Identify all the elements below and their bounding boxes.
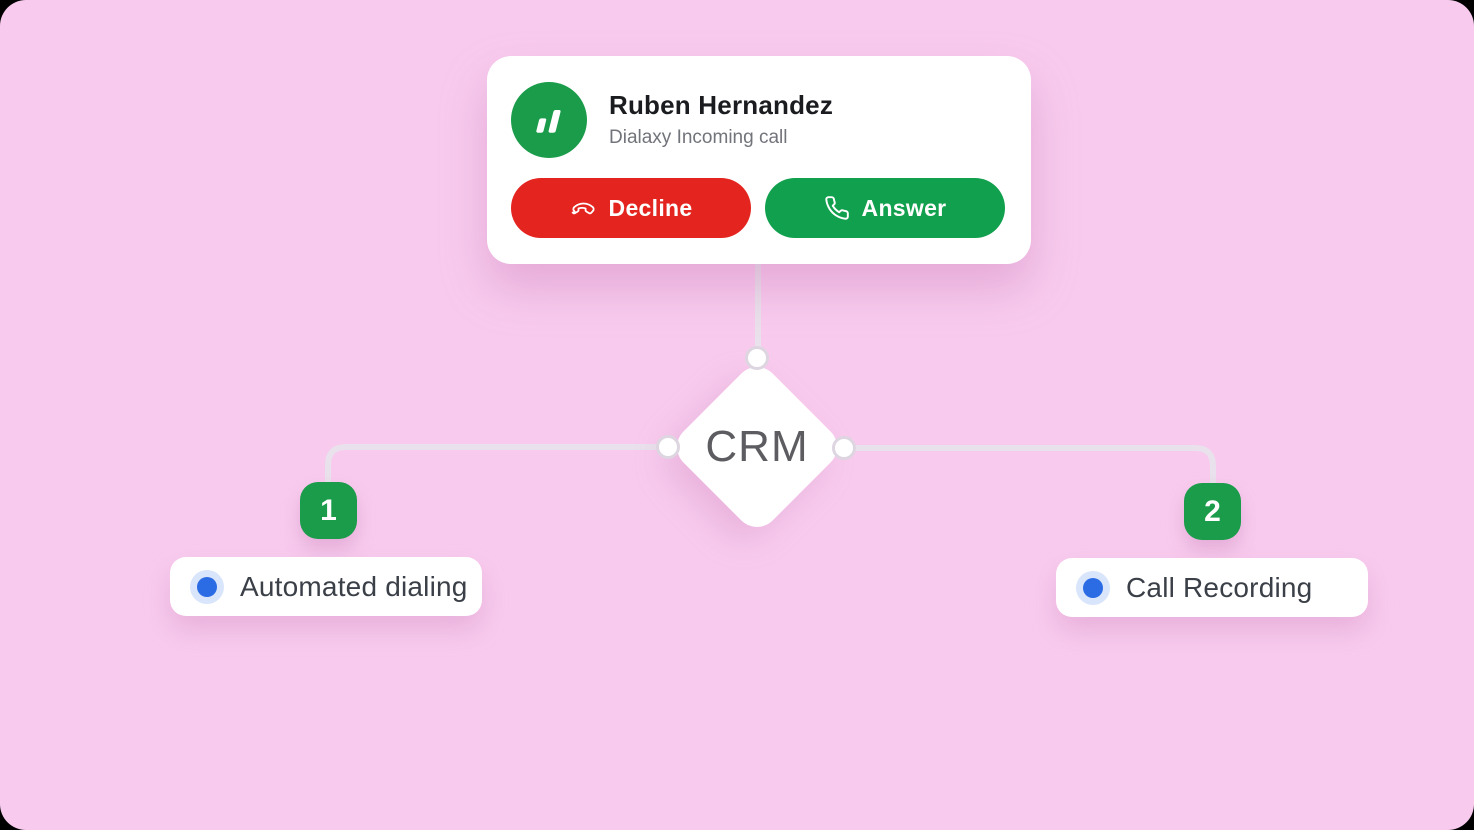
branch-badge-2: 2 <box>1184 483 1241 540</box>
caller-name: Ruben Hernandez <box>609 90 834 121</box>
crm-node-label: CRM <box>705 422 809 471</box>
answer-button[interactable]: Answer <box>765 178 1005 238</box>
avatar <box>511 82 587 158</box>
connector-dot-right <box>832 436 856 460</box>
feature-pill-automated-dialing[interactable]: Automated dialing <box>170 557 482 616</box>
feature-pill-call-recording[interactable]: Call Recording <box>1056 558 1368 617</box>
bullet-dot-icon <box>1076 570 1110 605</box>
connector-dot-top <box>745 346 769 370</box>
phone-decline-icon <box>570 195 597 222</box>
dialaxy-logo-icon <box>528 97 570 144</box>
branch-badge-1: 1 <box>300 482 357 539</box>
phone-answer-icon <box>824 195 850 221</box>
feature-pill-label: Automated dialing <box>240 570 468 602</box>
feature-pill-label: Call Recording <box>1126 571 1313 603</box>
connector-dot-left <box>656 435 680 459</box>
bullet-dot-icon <box>190 569 224 604</box>
caller-subtitle: Dialaxy Incoming call <box>609 126 788 148</box>
call-actions: Decline Answer <box>511 178 1007 238</box>
answer-button-label: Answer <box>861 194 947 221</box>
call-card-header: Ruben Hernandez Dialaxy Incoming call <box>511 82 1007 158</box>
caller-info: Ruben Hernandez Dialaxy Incoming call <box>609 91 833 149</box>
incoming-call-card: Ruben Hernandez Dialaxy Incoming call De… <box>487 56 1031 264</box>
decline-button-label: Decline <box>608 194 693 221</box>
decline-button[interactable]: Decline <box>511 178 751 238</box>
